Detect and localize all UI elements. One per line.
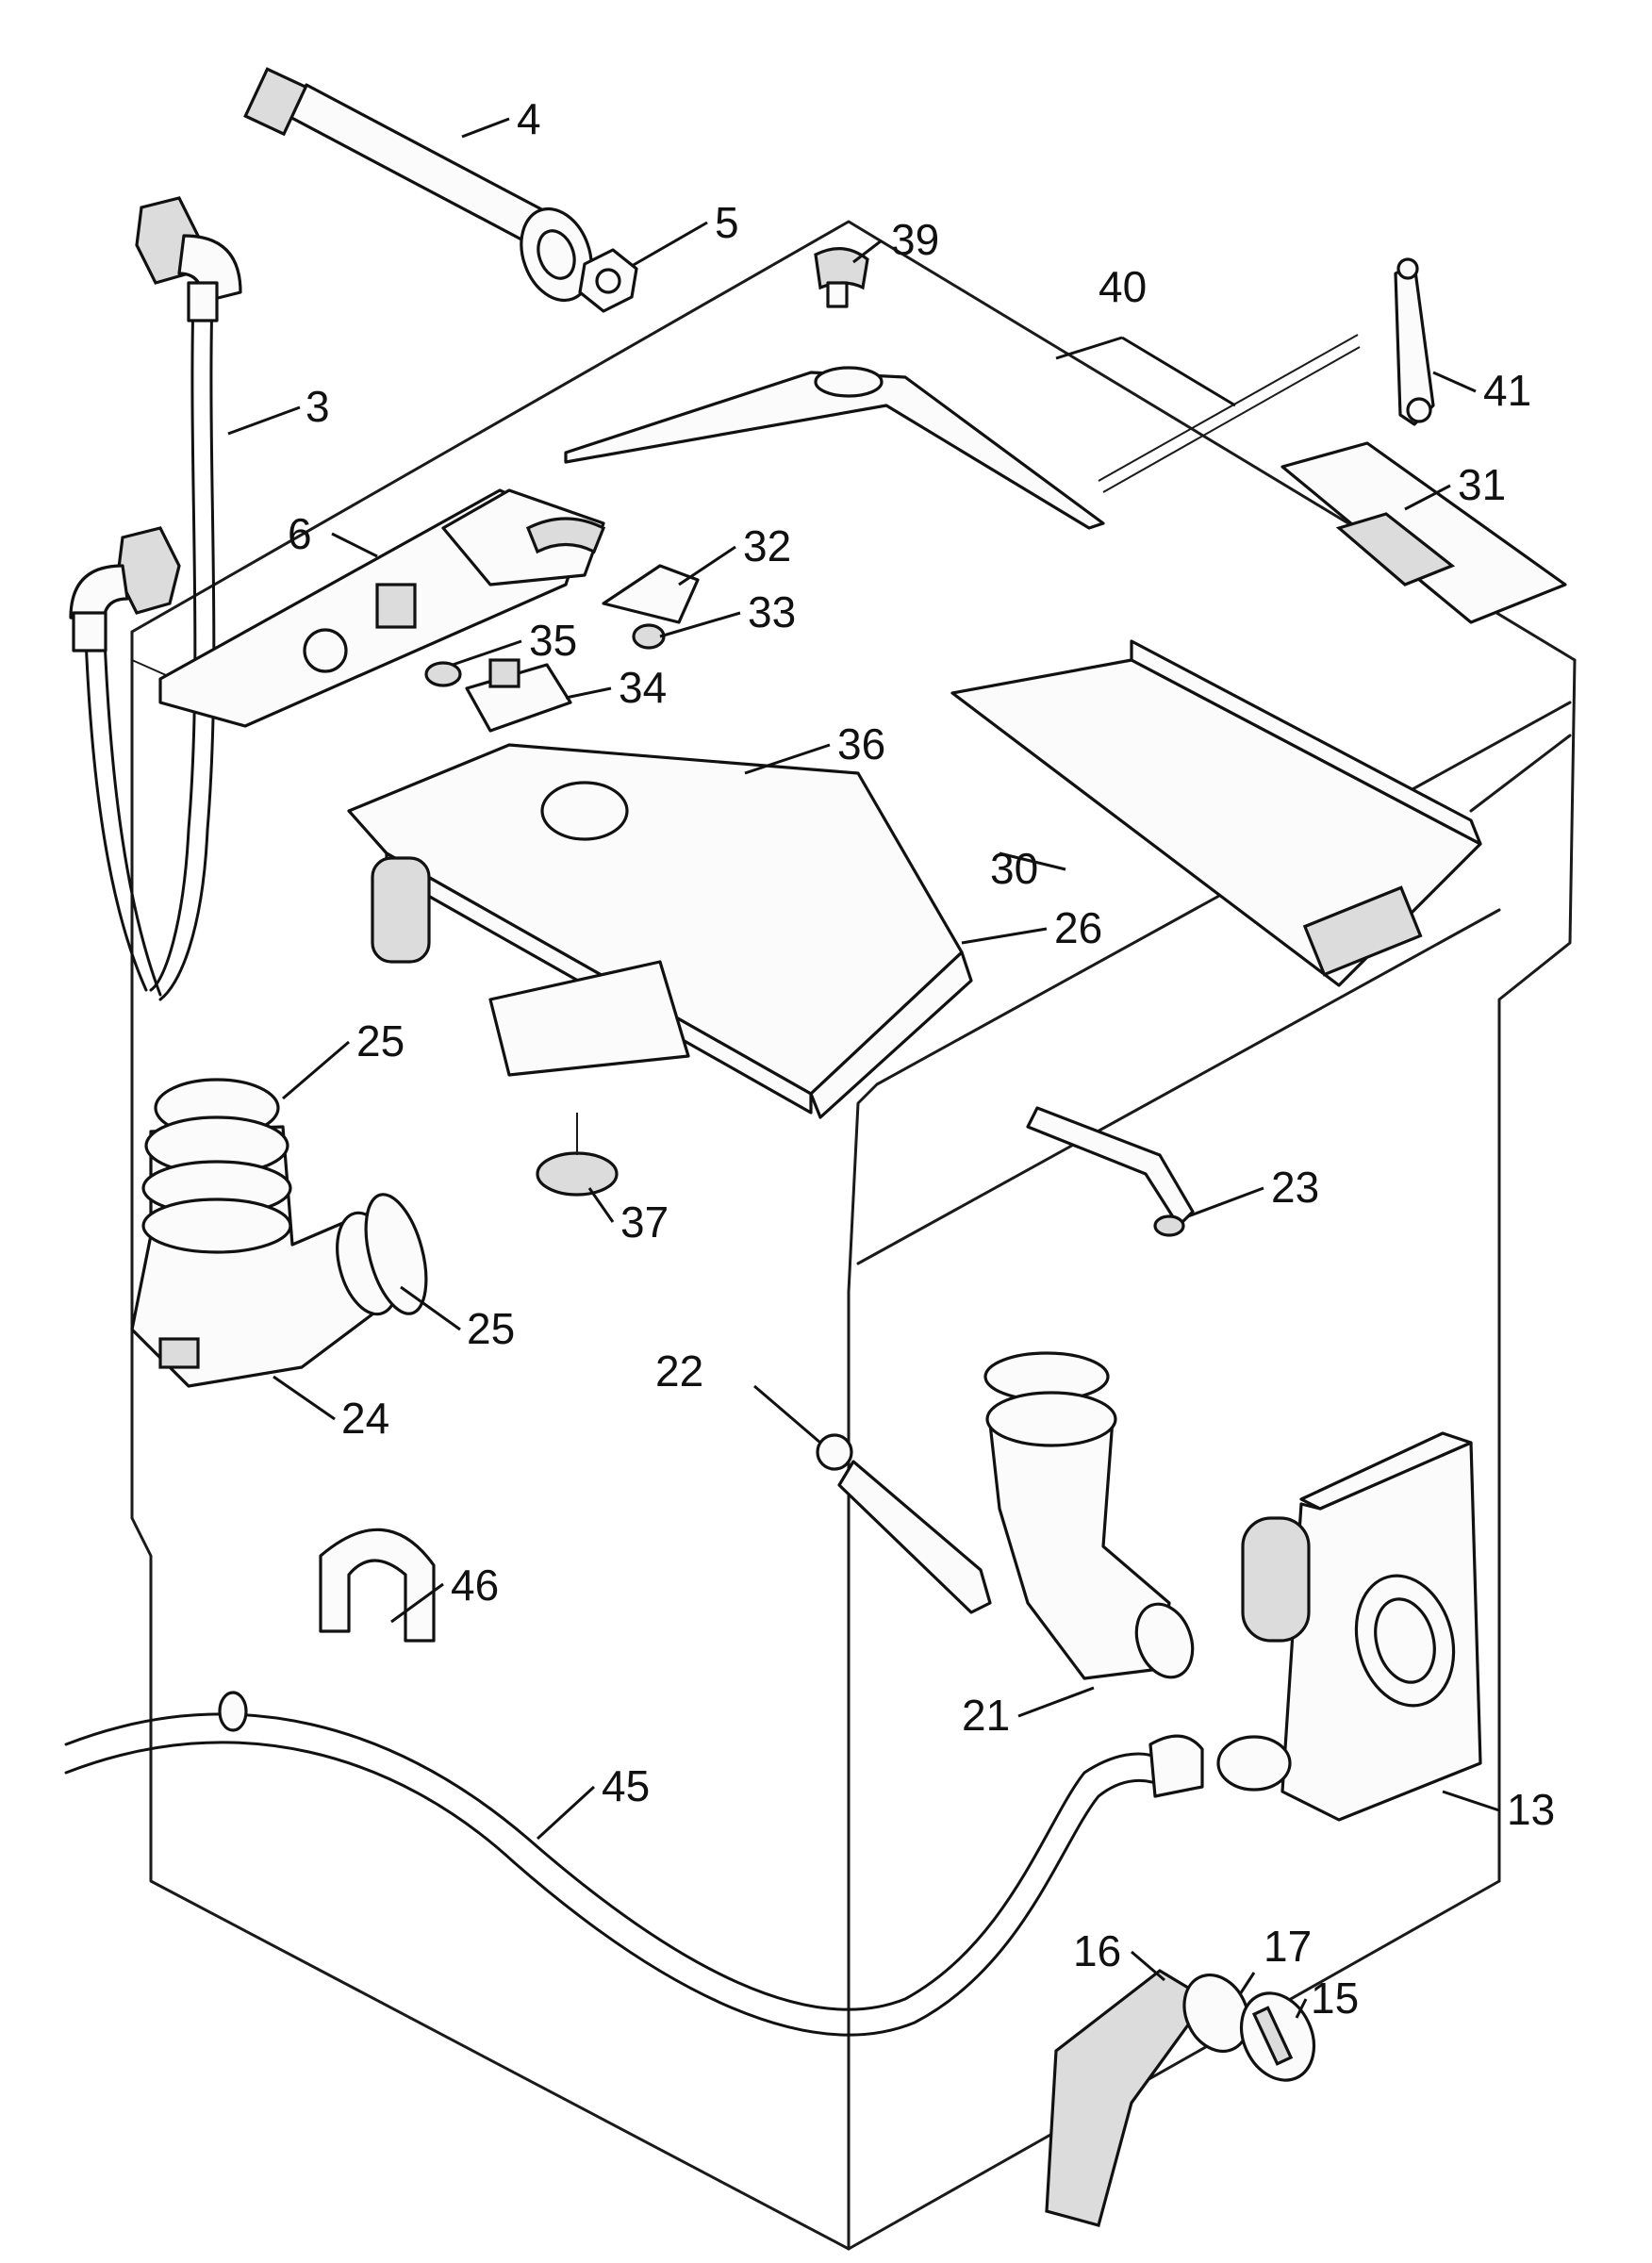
clamp-part-25-lower — [364, 1193, 428, 1315]
callout-31: 31 — [1458, 460, 1506, 509]
callout-4: 4 — [517, 94, 541, 143]
leader-lines — [227, 117, 1500, 2019]
callout-labels: 3 4 5 6 13 15 16 17 21 22 23 24 25 25 26… — [288, 94, 1555, 2023]
callout-24: 24 — [341, 1394, 389, 1443]
filter-part-16 — [1045, 1969, 1210, 2227]
callout-15: 15 — [1311, 1974, 1359, 2023]
callout-22: 22 — [655, 1346, 703, 1396]
knob-part-39 — [814, 247, 869, 308]
inlet-hose-part-3 — [69, 196, 242, 1001]
callout-41: 41 — [1483, 366, 1531, 415]
callout-32: 32 — [743, 521, 791, 570]
callout-3: 3 — [306, 382, 330, 431]
drain-hose-part-45 — [64, 1691, 1204, 2037]
callout-33: 33 — [748, 587, 796, 636]
grommet-part-33 — [632, 623, 666, 650]
callout-25b: 25 — [467, 1304, 515, 1353]
cap-part-15 — [1239, 1991, 1316, 2082]
callout-35: 35 — [529, 616, 577, 665]
inlet-valve-part-4 — [243, 67, 593, 303]
bracket-part-6 — [158, 488, 606, 728]
callout-6: 6 — [288, 509, 312, 558]
valve-part-34 — [465, 658, 572, 733]
arm-part-41 — [1394, 257, 1435, 426]
callout-30: 30 — [990, 844, 1038, 893]
pipe-part-22 — [816, 1433, 992, 1614]
knob-part-37 — [536, 1113, 619, 1197]
callout-36: 36 — [837, 719, 885, 768]
callout-5: 5 — [715, 198, 739, 247]
seal-part-17 — [1182, 1974, 1250, 2053]
dispenser-drawer-part-30 — [950, 639, 1482, 987]
small-hose-part-23 — [1026, 1106, 1195, 1237]
callout-21: 21 — [962, 1691, 1010, 1740]
nut-part-5 — [578, 248, 638, 313]
lever-part-40 — [564, 334, 1361, 530]
clip-part-46 — [319, 1528, 436, 1643]
drawer-handle-part-31 — [1280, 441, 1567, 624]
bellows-part-24 — [130, 1115, 400, 1388]
pump-part-13 — [1216, 1431, 1482, 1822]
callout-34: 34 — [619, 663, 667, 712]
callout-16: 16 — [1073, 1926, 1121, 1975]
callout-26: 26 — [1054, 903, 1102, 952]
callout-23: 23 — [1271, 1163, 1319, 1212]
cover-part-32 — [602, 564, 700, 624]
callout-45: 45 — [602, 1761, 650, 1810]
callout-13: 13 — [1507, 1785, 1555, 1834]
callout-17: 17 — [1264, 1922, 1312, 1971]
callout-37: 37 — [620, 1198, 669, 1247]
dispenser-housing-part-36 — [347, 743, 973, 1119]
elbow-part-21 — [983, 1351, 1195, 1680]
callout-46: 46 — [451, 1561, 499, 1610]
callout-25a: 25 — [356, 1016, 405, 1065]
callout-40: 40 — [1099, 262, 1147, 311]
spring-part-35 — [424, 661, 462, 687]
callout-39: 39 — [891, 215, 939, 264]
